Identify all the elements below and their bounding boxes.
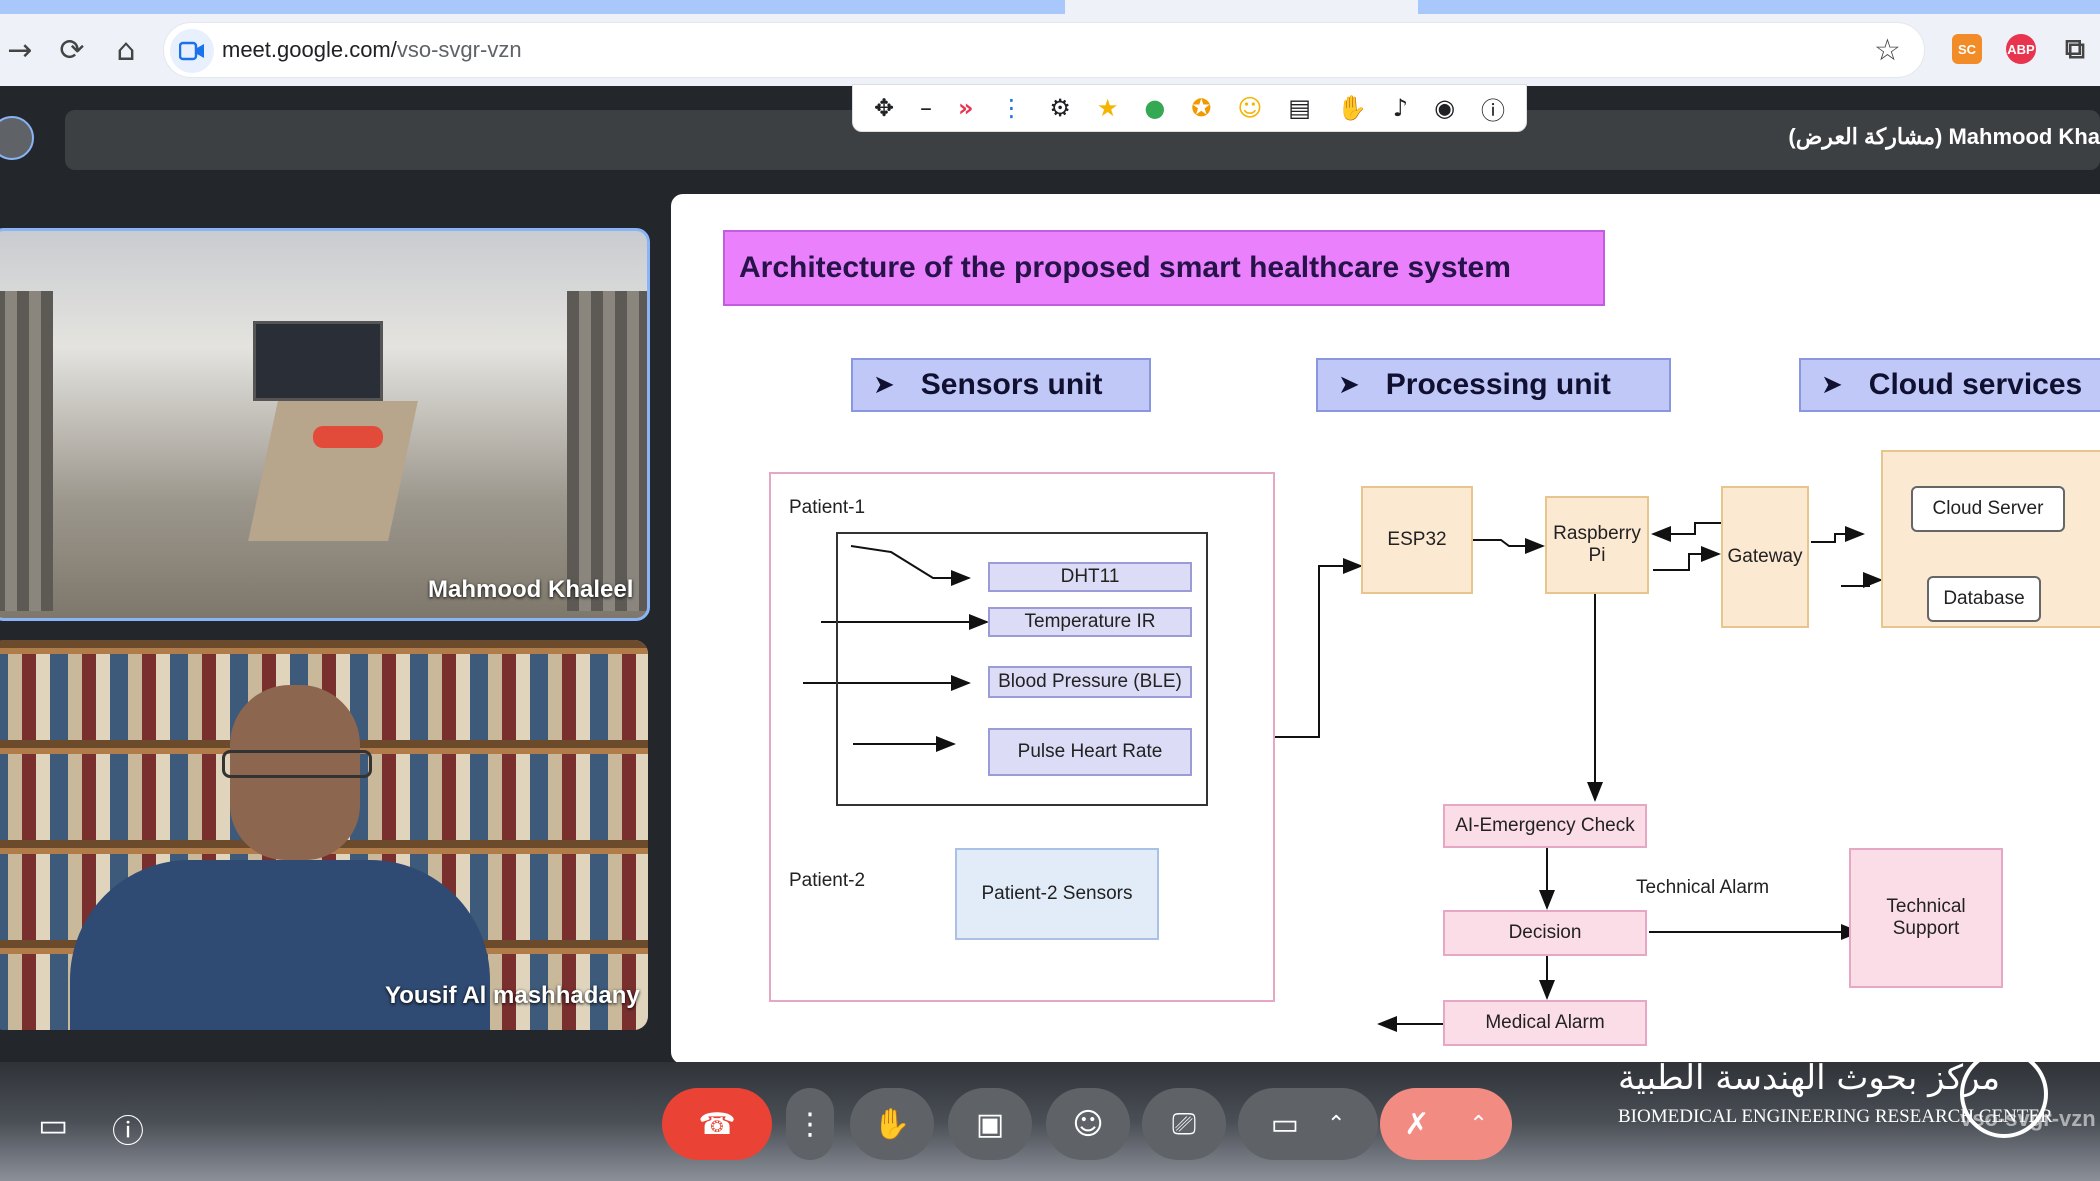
- section-processing-unit: ➤Processing unit: [1316, 358, 1671, 412]
- award-icon[interactable]: ✪: [1191, 94, 1212, 122]
- sensor-blood-pressure: Blood Pressure (BLE): [988, 666, 1192, 698]
- esp32-box: ESP32: [1361, 486, 1473, 594]
- cloud-server-box: Cloud Server: [1911, 486, 2065, 532]
- watermark-arabic: مركز بحوث الهندسة الطبية: [1618, 1058, 2001, 1098]
- star-icon[interactable]: ★: [1096, 94, 1119, 122]
- chat-bubble-icon[interactable]: ●: [1144, 94, 1166, 122]
- technical-support-box: Technical Support: [1849, 848, 2003, 988]
- sensor-temperature-ir: Temperature IR: [988, 607, 1192, 637]
- participant-name: Yousif Al mashhadany: [385, 982, 640, 1009]
- arrow-bullet-icon: ➤: [1338, 370, 1360, 400]
- extension-sc[interactable]: SC: [1952, 34, 1982, 64]
- participant-tile[interactable]: Mahmood Khaleel: [0, 228, 650, 621]
- extensions-puzzle-icon[interactable]: ⧉: [2065, 32, 2085, 65]
- clipboard-icon[interactable]: ▤: [1288, 94, 1311, 122]
- extension-abp[interactable]: ABP: [2006, 34, 2036, 64]
- microphone-button[interactable]: ✗⌃: [1380, 1088, 1512, 1160]
- raise-hand-button[interactable]: ✋: [850, 1088, 934, 1160]
- info-icon[interactable]: ⓘ: [1480, 96, 1505, 125]
- bookmark-star-icon[interactable]: ☆: [1874, 33, 1901, 68]
- curtain: [567, 291, 647, 611]
- sensor-group-frame: [836, 532, 1208, 806]
- hand-icon[interactable]: ✋: [1336, 94, 1367, 122]
- arrow-bullet-icon: ➤: [873, 370, 895, 400]
- gear-icon[interactable]: ⚙: [1049, 94, 1071, 122]
- volume-icon[interactable]: ♪: [1392, 94, 1409, 122]
- meet-camera-icon: [170, 29, 214, 73]
- person-face: [230, 685, 360, 860]
- section-sensors-unit: ➤Sensors unit: [851, 358, 1151, 412]
- watermark-english: BIOMEDICAL ENGINEERING RESEARCH CENTER: [1618, 1106, 2053, 1127]
- arrow-bullet-icon: ➤: [1821, 370, 1843, 400]
- watermark-logo: مركز بحوث الهندسة الطبية BIOMEDICAL ENGI…: [1610, 1050, 2096, 1150]
- room-screen: [253, 321, 383, 401]
- hand-icon: ✋: [873, 1106, 911, 1142]
- floating-toolbar: ✥ – » ⋮ ⚙ ★ ● ✪ ☺ ▤ ✋ ♪ ◉ ⓘ: [852, 84, 1527, 132]
- emoji-button[interactable]: ☺: [1046, 1088, 1130, 1160]
- minimize-icon[interactable]: –: [920, 94, 933, 122]
- camera-button[interactable]: ▭⌃: [1238, 1088, 1378, 1160]
- sensor-dht11: DHT11: [988, 562, 1192, 592]
- mic-off-icon: ✗: [1404, 1106, 1430, 1142]
- expand-icon[interactable]: »: [957, 94, 974, 122]
- phone-hangup-icon: ☎: [698, 1106, 736, 1142]
- eye-icon[interactable]: ◉: [1434, 94, 1456, 122]
- end-call-button[interactable]: ☎: [662, 1088, 772, 1160]
- sensor-pulse-heart-rate: Pulse Heart Rate: [988, 728, 1192, 776]
- chevron-up-icon: ⌃: [1326, 1111, 1346, 1137]
- avatar[interactable]: [0, 116, 34, 160]
- emoji-icon: ☺: [1072, 1106, 1104, 1142]
- tab-strip: [0, 0, 1065, 14]
- technical-alarm-label: Technical Alarm: [1636, 877, 1770, 898]
- table-flowers: [313, 426, 383, 448]
- slide-title: Architecture of the proposed smart healt…: [723, 230, 1605, 306]
- move-icon[interactable]: ✥: [873, 94, 895, 122]
- url-text: meet.google.com/vso-svgr-vzn: [222, 37, 522, 62]
- seal-icon: [1960, 1050, 2048, 1138]
- raspberry-pi-box: Raspberry Pi: [1545, 496, 1649, 594]
- presenter-label: (مشاركة العرض) Mahmood Kha: [1788, 124, 2100, 149]
- forward-icon[interactable]: →: [7, 32, 33, 68]
- address-bar[interactable]: meet.google.com/vso-svgr-vzn ☆: [163, 22, 1925, 78]
- conference-table: [248, 401, 418, 541]
- database-box: Database: [1927, 576, 2041, 622]
- patient-1-label: Patient-1: [789, 497, 866, 518]
- captions-button[interactable]: ▣: [948, 1088, 1032, 1160]
- patient-2-sensors-box: Patient-2 Sensors: [955, 848, 1159, 940]
- video-camera-icon: ▭: [1270, 1106, 1299, 1142]
- present-screen-icon: ⎚: [1172, 1106, 1196, 1142]
- chat-icon[interactable]: ▭: [38, 1106, 69, 1144]
- gateway-box: Gateway: [1721, 486, 1809, 628]
- chevron-up-icon: ⌃: [1469, 1111, 1488, 1137]
- more-options-button[interactable]: ⋮: [786, 1088, 834, 1160]
- patient-2-label: Patient-2: [789, 870, 866, 891]
- home-icon[interactable]: ⌂: [116, 32, 136, 68]
- diagram-connectors: [803, 522, 1883, 1032]
- captions-icon: ▣: [975, 1106, 1005, 1142]
- ai-emergency-check-box: AI-Emergency Check: [1443, 804, 1647, 848]
- medical-alarm-box: Medical Alarm: [1443, 1000, 1647, 1046]
- patient-frame: [769, 472, 1275, 1002]
- glasses: [222, 750, 372, 778]
- emoji-icon[interactable]: ☺: [1237, 94, 1263, 122]
- decision-box: Decision: [1443, 910, 1647, 956]
- presentation-slide: Architecture of the proposed smart healt…: [671, 194, 2100, 1064]
- present-button[interactable]: ⎚: [1142, 1088, 1226, 1160]
- reload-icon[interactable]: ⟳: [59, 32, 85, 68]
- participant-tile[interactable]: Yousif Al mashhadany: [0, 640, 648, 1030]
- person-suit: [70, 860, 490, 1030]
- section-cloud-services: ➤Cloud services: [1799, 358, 2100, 412]
- participant-name: Mahmood Khaleel: [428, 576, 634, 603]
- tab-strip-right: [1418, 0, 2100, 14]
- info-icon[interactable]: ⓘ: [112, 1112, 145, 1150]
- more-vertical-icon: ⋮: [795, 1106, 825, 1142]
- more-icon[interactable]: ⋮: [999, 94, 1024, 122]
- curtain: [0, 291, 53, 611]
